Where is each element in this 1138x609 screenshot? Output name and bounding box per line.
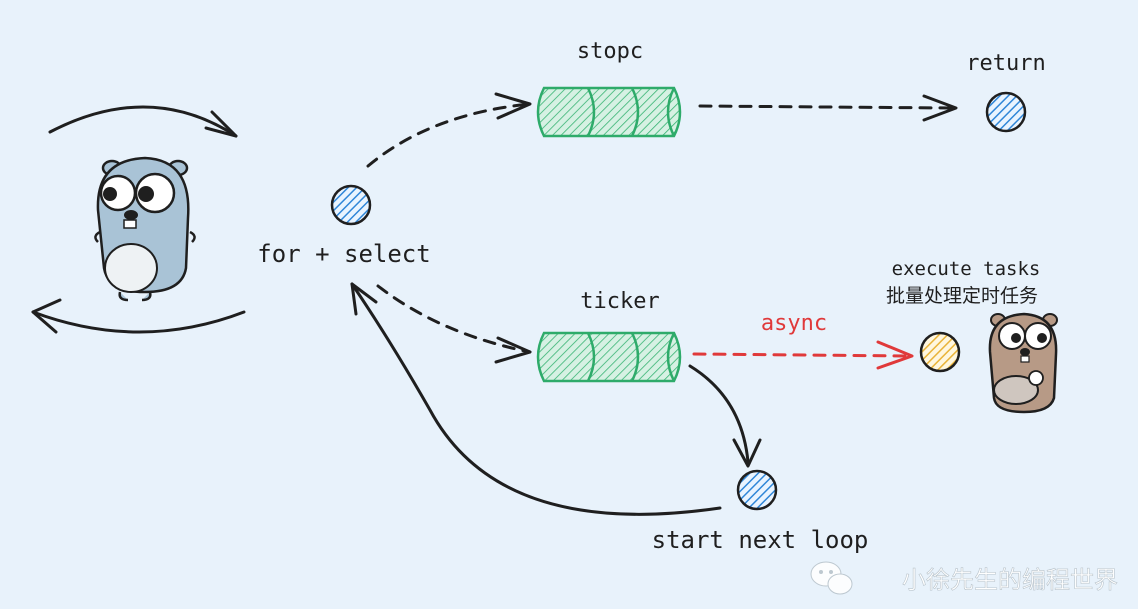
return-node [985,91,1027,133]
arrow-async [692,340,914,370]
arrow-to-stopc [366,92,532,168]
cycle-arrow-top [48,105,238,138]
gopher-blue-illustration [94,156,196,302]
wechat-icon [810,561,853,595]
stopc-label: stopc [577,39,643,64]
cycle-arrow-bottom-head [31,298,62,334]
select-node [330,184,372,226]
task-node [919,331,961,373]
watermark: 小徐先生的编程世界 [810,561,1118,595]
gopher-brown-illustration [988,312,1058,414]
arrow-to-ticker [376,284,532,364]
stopc-queue [536,86,682,138]
execute-tasks-cn-label: 批量处理定时任务 [886,285,1038,307]
arrow-loop-back [350,282,722,516]
ticker-queue [536,331,682,383]
arrow-to-next-loop [688,364,762,468]
for-select-label: for + select [257,240,430,268]
cycle-arrows [31,105,246,334]
arrow-to-return [698,94,958,122]
cycle-arrow-top-head [204,110,238,138]
next-loop-node [736,469,778,511]
ticker-label: ticker [580,289,659,314]
watermark-text: 小徐先生的编程世界 [902,566,1118,594]
execute-tasks-label: execute tasks [892,258,1041,280]
start-next-loop-label: start next loop [652,526,869,554]
return-label: return [966,51,1045,76]
async-label: async [761,311,827,336]
cycle-arrow-bottom [31,310,246,334]
